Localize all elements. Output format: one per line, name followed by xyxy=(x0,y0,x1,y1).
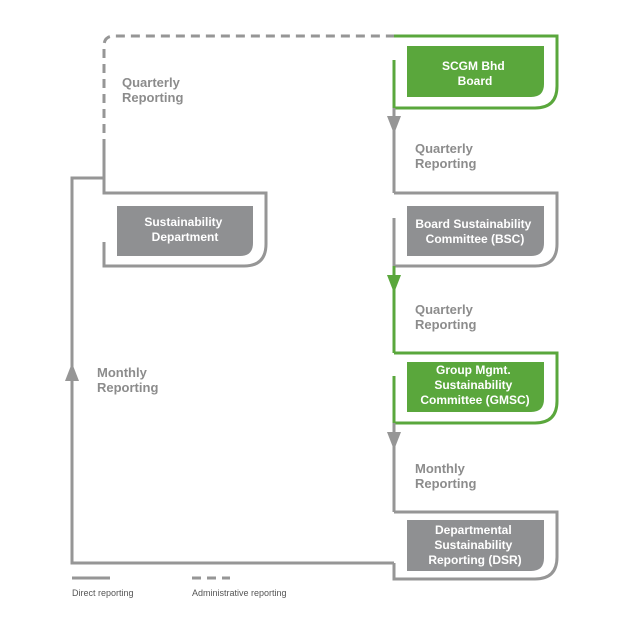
quarterly-reporting-admin-label: Quarterly Reporting xyxy=(122,75,183,105)
down-arrow-icon xyxy=(387,116,401,134)
sustainability-department-box xyxy=(117,206,253,256)
gmsc-box xyxy=(407,362,544,412)
dsr-frame xyxy=(392,510,559,581)
gmsc-label: Group Mgmt. Sustainability Committee (GM… xyxy=(420,363,529,407)
legend-administrative-label: Administrative reporting xyxy=(192,588,287,598)
down-arrow-icon xyxy=(387,432,401,450)
sustainability-department-frame xyxy=(102,148,268,268)
sustainability-department-label: Sustainability Department xyxy=(144,215,225,244)
scgm-board-label: SCGM Bhd Board xyxy=(442,59,508,88)
bsc-label: Board Sustainability Committee (BSC) xyxy=(415,217,534,246)
dsr-label: Departmental Sustainability Reporting (D… xyxy=(428,523,521,567)
bsc-box xyxy=(407,206,544,256)
monthly-reporting-dsr-label: Monthly Reporting xyxy=(415,461,476,491)
monthly-reporting-dept-label: Monthly Reporting xyxy=(97,365,158,395)
gmsc-frame xyxy=(392,351,559,425)
dsr-box xyxy=(407,520,544,571)
bsc-frame xyxy=(392,191,559,268)
quarterly-reporting-bsc-label: Quarterly Reporting xyxy=(415,141,476,171)
administrative-connector xyxy=(102,34,394,148)
scgm-board-frame xyxy=(392,34,559,110)
scgm-board-box xyxy=(407,46,544,97)
up-arrow-icon xyxy=(65,363,79,381)
down-arrow-icon xyxy=(387,275,401,293)
legend-direct-label: Direct reporting xyxy=(72,588,134,598)
quarterly-reporting-gmsc-label: Quarterly Reporting xyxy=(415,302,476,332)
